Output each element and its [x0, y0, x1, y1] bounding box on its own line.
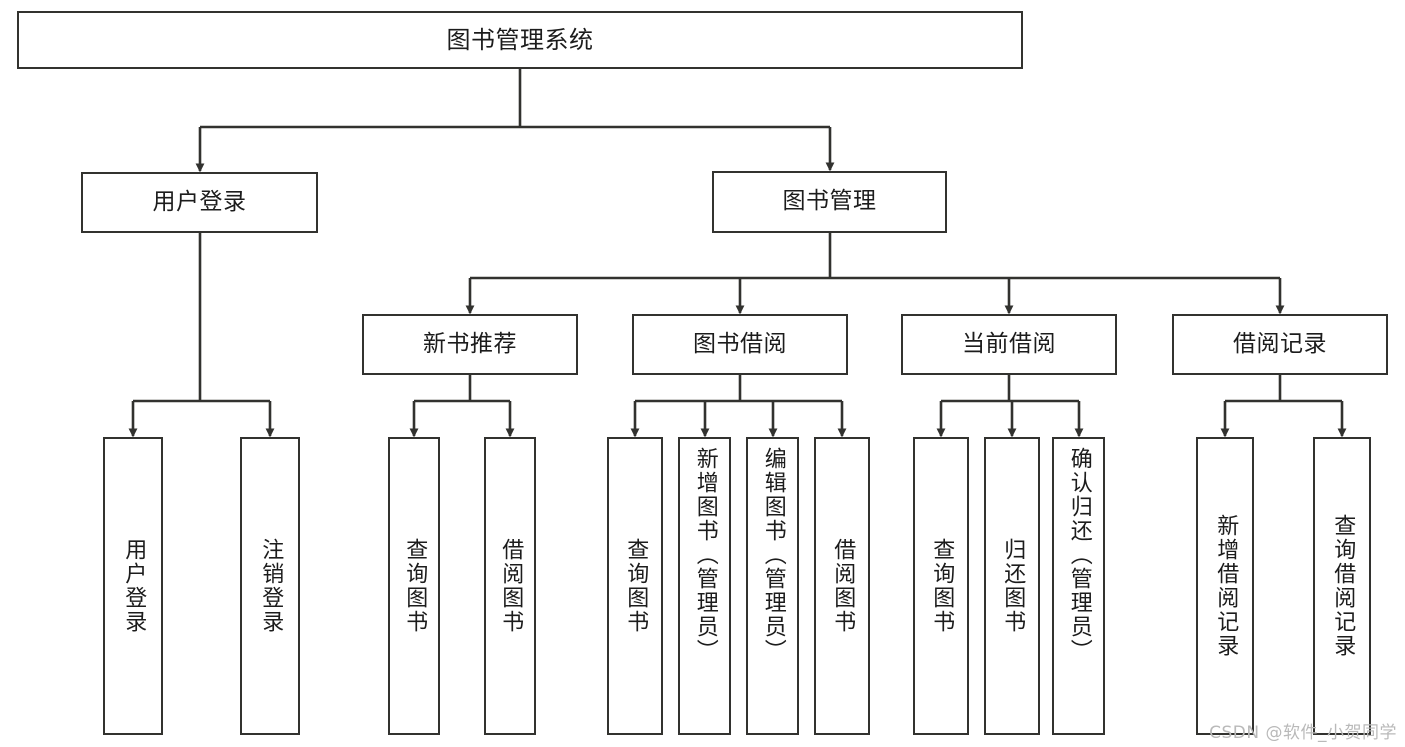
node-leaf_query_rec[interactable]: 查询借阅记录 — [1313, 437, 1371, 735]
node-leaf_borrow2[interactable]: 借阅图书 — [814, 437, 870, 735]
node-label: 新书推荐 — [423, 330, 517, 357]
node-leaf_query1[interactable]: 查询图书 — [388, 437, 440, 735]
node-leaf_return[interactable]: 归还图书 — [984, 437, 1040, 735]
node-label: 查询借阅记录 — [1330, 514, 1356, 658]
node-current_borrow[interactable]: 当前借阅 — [901, 314, 1117, 375]
node-leaf_add_rec[interactable]: 新增借阅记录 — [1196, 437, 1254, 735]
node-label: 归还图书 — [1000, 538, 1026, 634]
node-label: 查询图书 — [929, 538, 955, 634]
node-label: 借阅图书 — [498, 538, 524, 634]
node-label: 借阅图书 — [830, 538, 856, 634]
node-leaf_logout[interactable]: 注销登录 — [240, 437, 300, 735]
node-label: 图书管理 — [782, 188, 877, 215]
node-book_mgmt[interactable]: 图书管理 — [712, 171, 947, 233]
node-label: 用户登录 — [121, 538, 147, 634]
node-root[interactable]: 图书管理系统 — [17, 11, 1023, 69]
csdn-watermark: CSDN @软件_小贺同学 — [1209, 723, 1397, 743]
node-user_login[interactable]: 用户登录 — [81, 172, 318, 233]
node-leaf_query2[interactable]: 查询图书 — [607, 437, 663, 735]
node-label: 查询图书 — [402, 538, 428, 634]
node-label: 编辑图书（管理员） — [760, 447, 786, 663]
node-label: 借阅记录 — [1233, 330, 1327, 357]
node-label: 查询图书 — [623, 538, 649, 634]
node-label: 用户登录 — [152, 188, 247, 215]
node-label: 图书借阅 — [693, 330, 787, 357]
node-leaf_query3[interactable]: 查询图书 — [913, 437, 969, 735]
node-leaf_confirm[interactable]: 确认归还（管理员） — [1052, 437, 1105, 735]
node-leaf_add_book[interactable]: 新增图书（管理员） — [678, 437, 731, 735]
node-book_borrow[interactable]: 图书借阅 — [632, 314, 848, 375]
node-label: 注销登录 — [258, 538, 284, 634]
node-label: 新增借阅记录 — [1213, 514, 1239, 658]
node-new_book_rec[interactable]: 新书推荐 — [362, 314, 578, 375]
node-leaf_edit_book[interactable]: 编辑图书（管理员） — [746, 437, 799, 735]
node-leaf_borrow1[interactable]: 借阅图书 — [484, 437, 536, 735]
node-label: 新增图书（管理员） — [692, 447, 718, 663]
node-borrow_record[interactable]: 借阅记录 — [1172, 314, 1388, 375]
node-label: 当前借阅 — [962, 330, 1056, 357]
node-label: 图书管理系统 — [446, 25, 594, 54]
node-label: 确认归还（管理员） — [1066, 447, 1092, 663]
node-leaf_login[interactable]: 用户登录 — [103, 437, 163, 735]
